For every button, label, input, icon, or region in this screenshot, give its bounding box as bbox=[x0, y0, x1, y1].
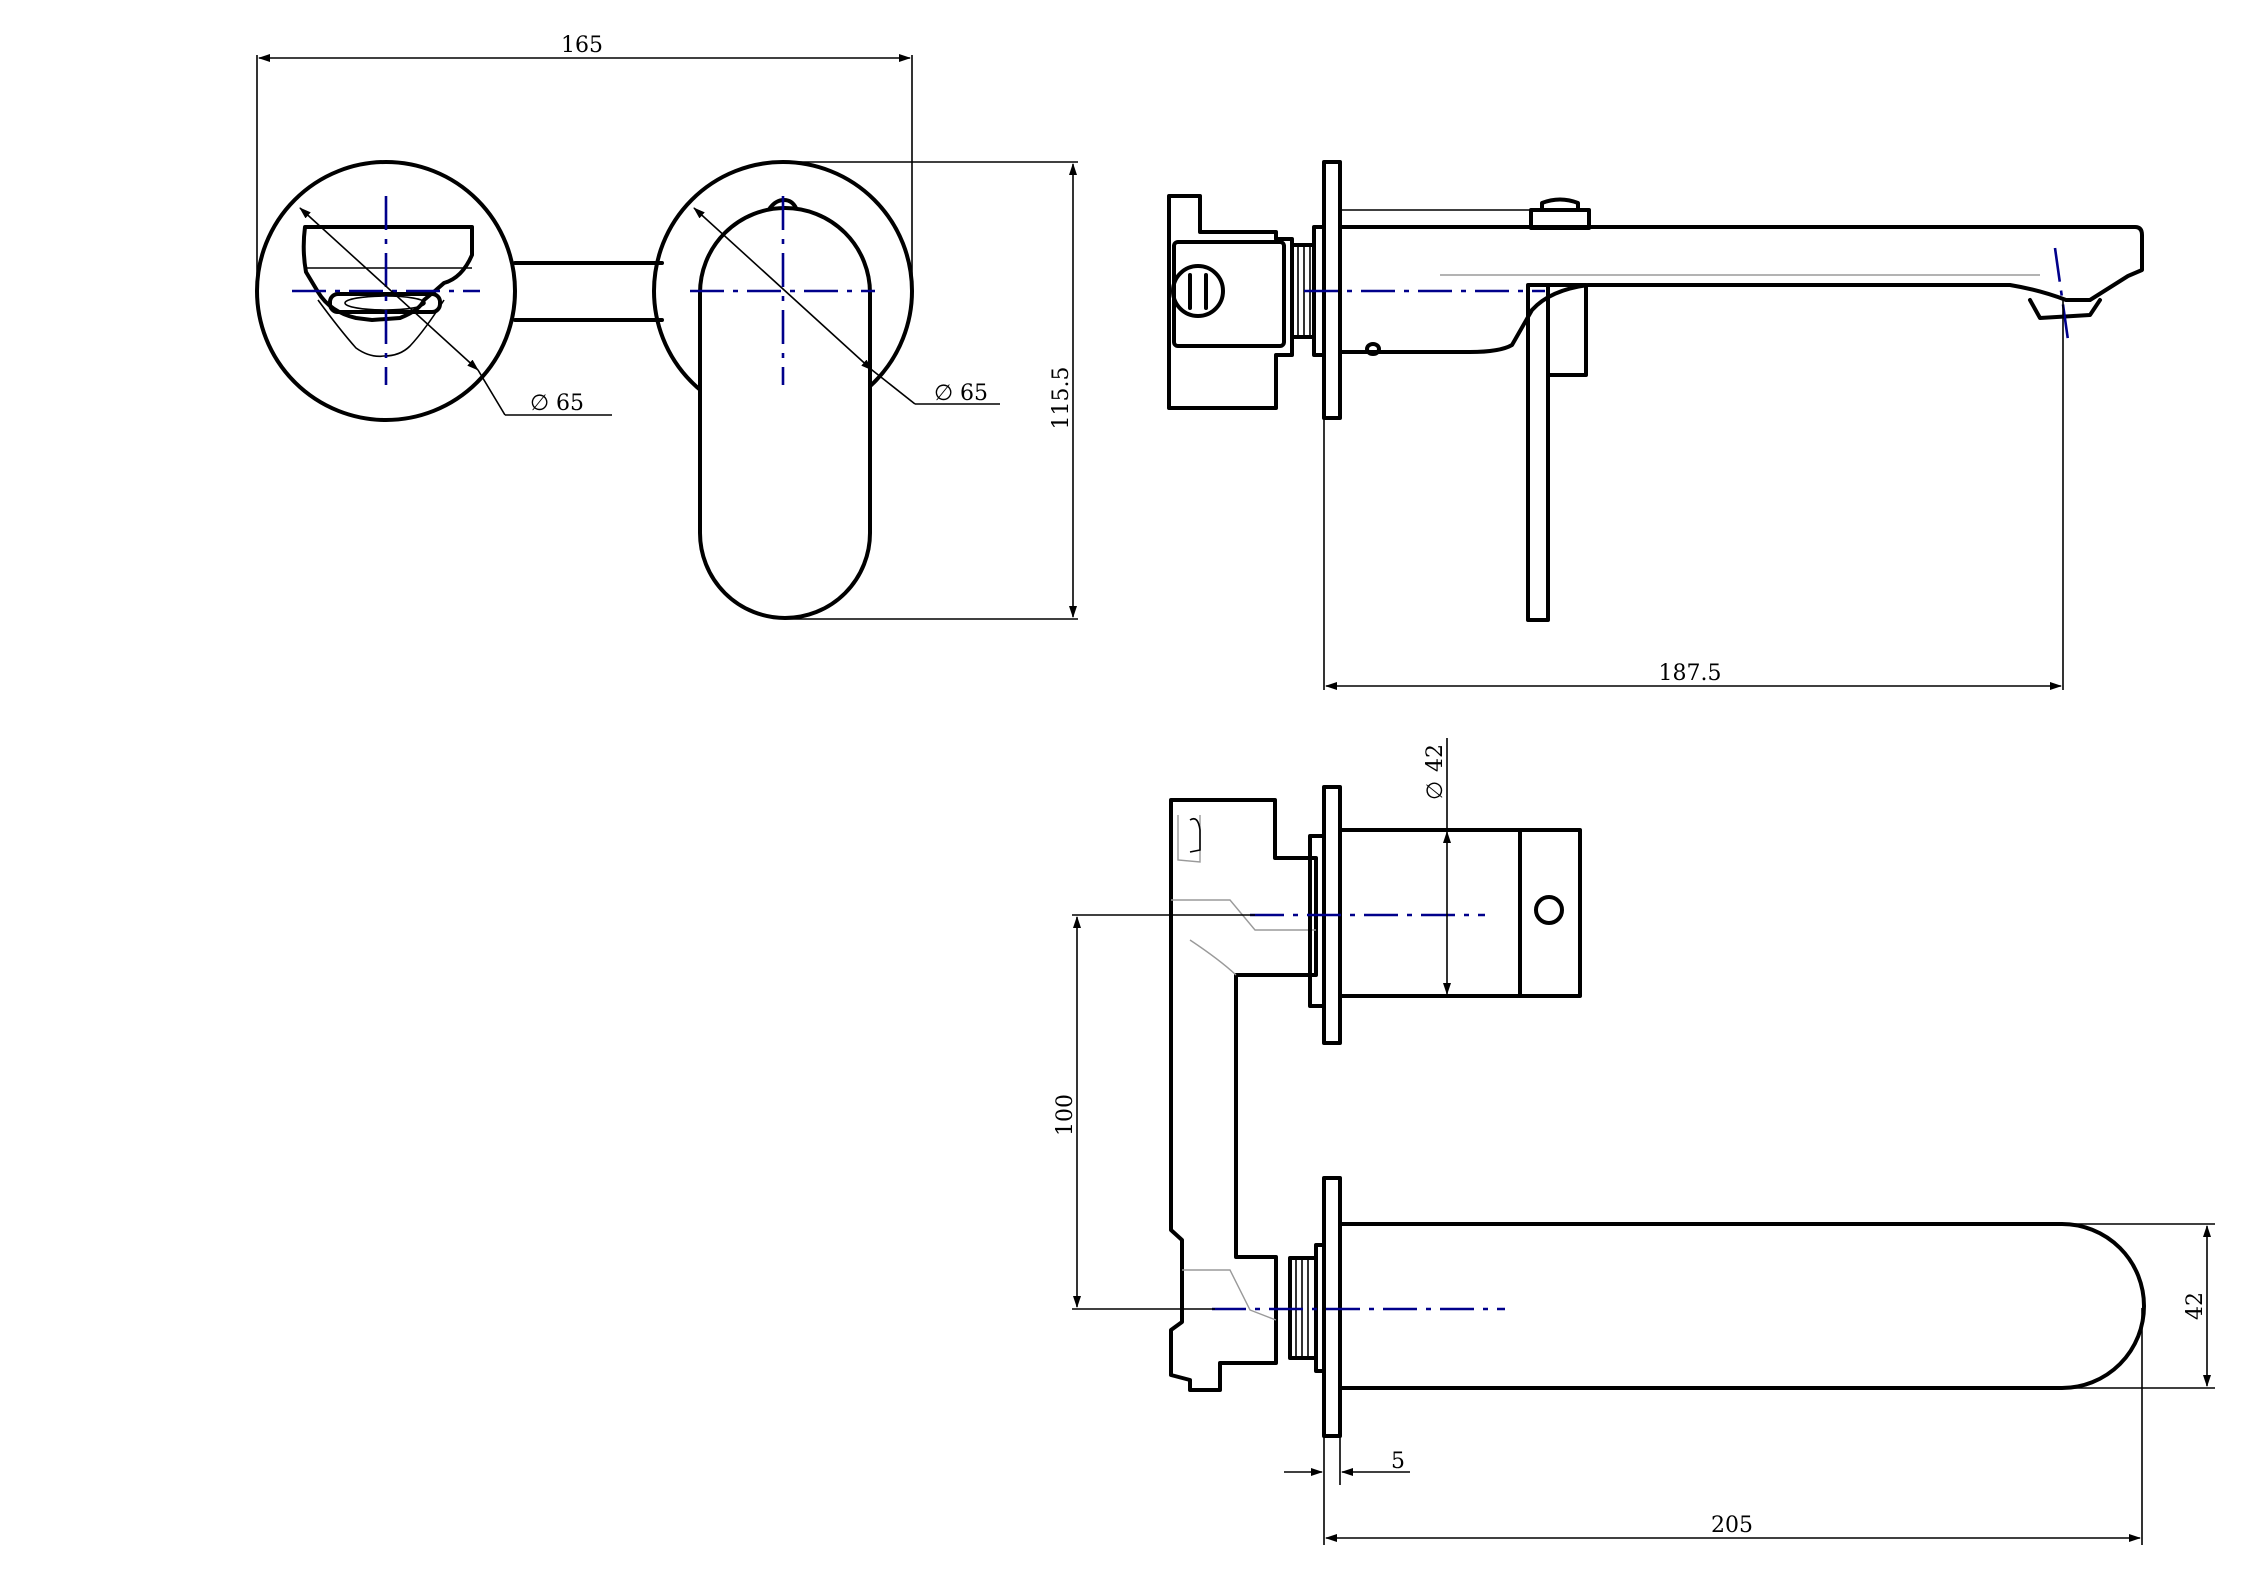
dim-right-plate-diameter-label: 65 bbox=[960, 381, 988, 406]
dim-spout-projection: 187.5 bbox=[1323, 300, 2064, 690]
dim-left-plate-diameter-label: 65 bbox=[556, 391, 584, 416]
dim-overall-width: 165 bbox=[256, 33, 913, 291]
diameter-symbol-right: ∅ bbox=[934, 381, 953, 406]
dim-body-diameter: ∅ 42 bbox=[1423, 738, 1451, 995]
dim-center-distance: 100 bbox=[1053, 914, 1255, 1310]
spout-side bbox=[1338, 197, 2144, 622]
connecting-pipe-front bbox=[513, 261, 664, 322]
valve-body-side bbox=[1167, 194, 1326, 410]
dim-overall-height: 115.5 bbox=[783, 161, 1078, 620]
dim-spout-projection-label: 187.5 bbox=[1659, 661, 1722, 686]
dim-plate-thickness-label: 5 bbox=[1391, 1449, 1405, 1474]
dim-center-distance-label: 100 bbox=[1053, 1094, 1078, 1136]
dim-plate-thickness: 5 bbox=[1284, 1436, 1410, 1485]
dim-right-plate-diameter: ∅ 65 bbox=[693, 207, 1000, 406]
dim-left-plate-diameter: ∅ 65 bbox=[299, 207, 612, 416]
dim-total-depth-label: 205 bbox=[1711, 1513, 1753, 1538]
dim-spout-height: 42 bbox=[2062, 1223, 2215, 1389]
concealed-body-top bbox=[1169, 798, 1318, 1392]
top-view: ∅ 42 100 42 5 bbox=[1053, 738, 2215, 1545]
dim-body-diameter-label: 42 bbox=[1423, 744, 1448, 772]
dim-overall-height-label: 115.5 bbox=[1049, 367, 1074, 430]
spout-front bbox=[301, 225, 474, 358]
dim-overall-width-label: 165 bbox=[561, 33, 603, 58]
side-view: 187.5 bbox=[1167, 160, 2144, 690]
dim-total-depth: 205 bbox=[1323, 1308, 2143, 1545]
dim-spout-height-label: 42 bbox=[2183, 1292, 2208, 1320]
diameter-symbol-left: ∅ bbox=[530, 391, 549, 416]
mixer-cartridge-top bbox=[1338, 828, 1582, 998]
diameter-symbol-body: ∅ bbox=[1423, 781, 1448, 800]
spout-top bbox=[1338, 1222, 2146, 1390]
spout-plate-top bbox=[1322, 1176, 1342, 1438]
front-view: 165 ∅ 65 ∅ 65 115.5 bbox=[255, 33, 1078, 620]
mixer-handle-front bbox=[698, 206, 872, 620]
